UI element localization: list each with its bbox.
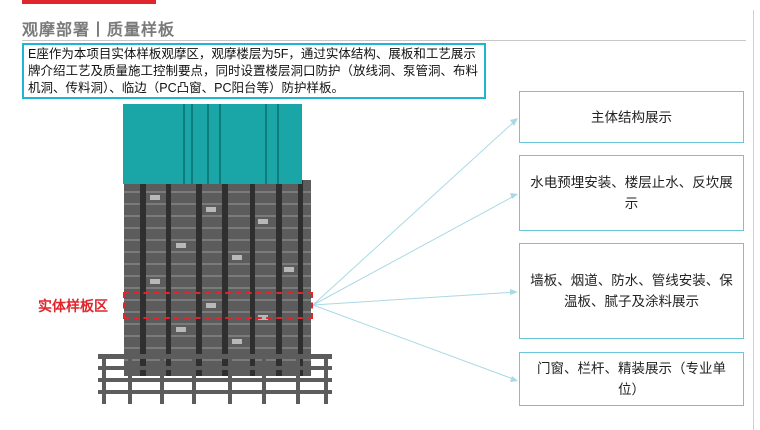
- sample-zone-highlight: [123, 292, 313, 319]
- connector-arrowheads: [510, 118, 518, 382]
- sample-zone-label: 实体样板区: [38, 298, 108, 314]
- connector-lines: [312, 119, 517, 381]
- page-title: 观摩部署丨质量样板: [22, 22, 176, 39]
- building-image: [98, 104, 332, 404]
- title-divider: [22, 40, 746, 41]
- info-box-windows-railings: 门窗、栏杆、精装展示（专业单位）: [519, 352, 744, 406]
- info-box-plumbing: 水电预埋安装、楼层止水、反坎展示: [519, 155, 744, 231]
- description-box: E座作为本项目实体样板观摩区，观摩楼层为5F，通过实体结构、展板和工艺展示牌介绍…: [22, 43, 486, 99]
- slide-border: [753, 10, 754, 430]
- info-box-wall-finishes: 墙板、烟道、防水、管线安装、保温板、腻子及涂料展示: [519, 243, 744, 339]
- header-accent-bar: [22, 0, 156, 4]
- info-box-structure: 主体结构展示: [519, 91, 744, 143]
